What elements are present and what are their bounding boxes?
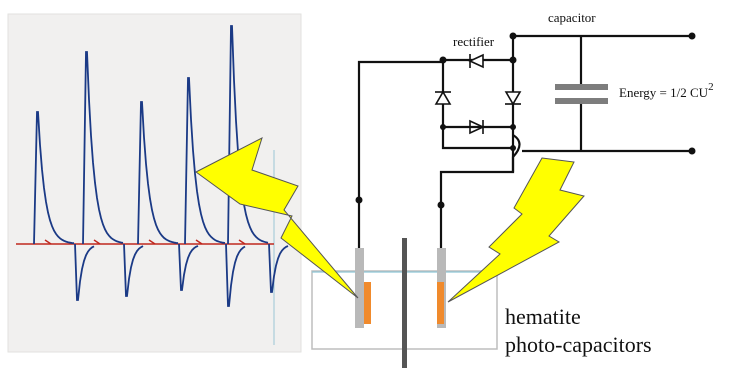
capacitor-label: capacitor bbox=[548, 10, 596, 25]
trace-marker bbox=[148, 239, 156, 245]
hematite-label: hematite bbox=[505, 304, 581, 329]
capacitor-plate-top bbox=[555, 84, 608, 90]
energy-formula-text: Energy = 1/2 CU bbox=[619, 85, 709, 100]
energy-formula: Energy = 1/2 CU2 bbox=[619, 81, 714, 100]
junction-dots bbox=[355, 32, 696, 209]
energy-formula-exponent: 2 bbox=[708, 81, 714, 93]
signal-trace-pulse bbox=[137, 101, 199, 291]
electrode-icon bbox=[355, 248, 371, 328]
signal-traces bbox=[16, 25, 289, 307]
signal-trace-pulse bbox=[33, 111, 95, 301]
rectifier-diodes bbox=[434, 53, 522, 135]
photo-capacitors-label: photo-capacitors bbox=[505, 332, 652, 357]
lightning-bolt-icon bbox=[447, 157, 585, 303]
diode-icon bbox=[504, 91, 522, 106]
signal-trace-pulse bbox=[227, 25, 289, 293]
electrode-icon bbox=[437, 248, 446, 328]
signal-trace-pulse bbox=[184, 77, 246, 307]
right-electrode-wire bbox=[439, 135, 515, 205]
trace-marker bbox=[93, 239, 101, 245]
rectifier-label: rectifier bbox=[453, 34, 495, 49]
circuit-wires bbox=[357, 34, 692, 205]
diode-icon bbox=[468, 53, 484, 69]
separator-membrane bbox=[402, 238, 407, 368]
lightning-bolt-icon bbox=[195, 137, 359, 299]
bridge-right-leg bbox=[443, 58, 515, 135]
left-electrode-wire bbox=[357, 60, 443, 200]
wire-crossover-hop bbox=[511, 134, 521, 172]
trace-marker bbox=[44, 239, 52, 245]
diode-icon bbox=[434, 90, 452, 105]
capacitor-icon bbox=[555, 84, 608, 104]
photo-capacitor-cell bbox=[311, 200, 498, 368]
bridge-left-leg bbox=[441, 60, 515, 150]
trace-marker bbox=[195, 239, 203, 245]
signal-trace-pulse bbox=[82, 51, 144, 297]
trace-marker bbox=[238, 239, 246, 245]
capacitor-plate-bottom bbox=[555, 98, 608, 104]
